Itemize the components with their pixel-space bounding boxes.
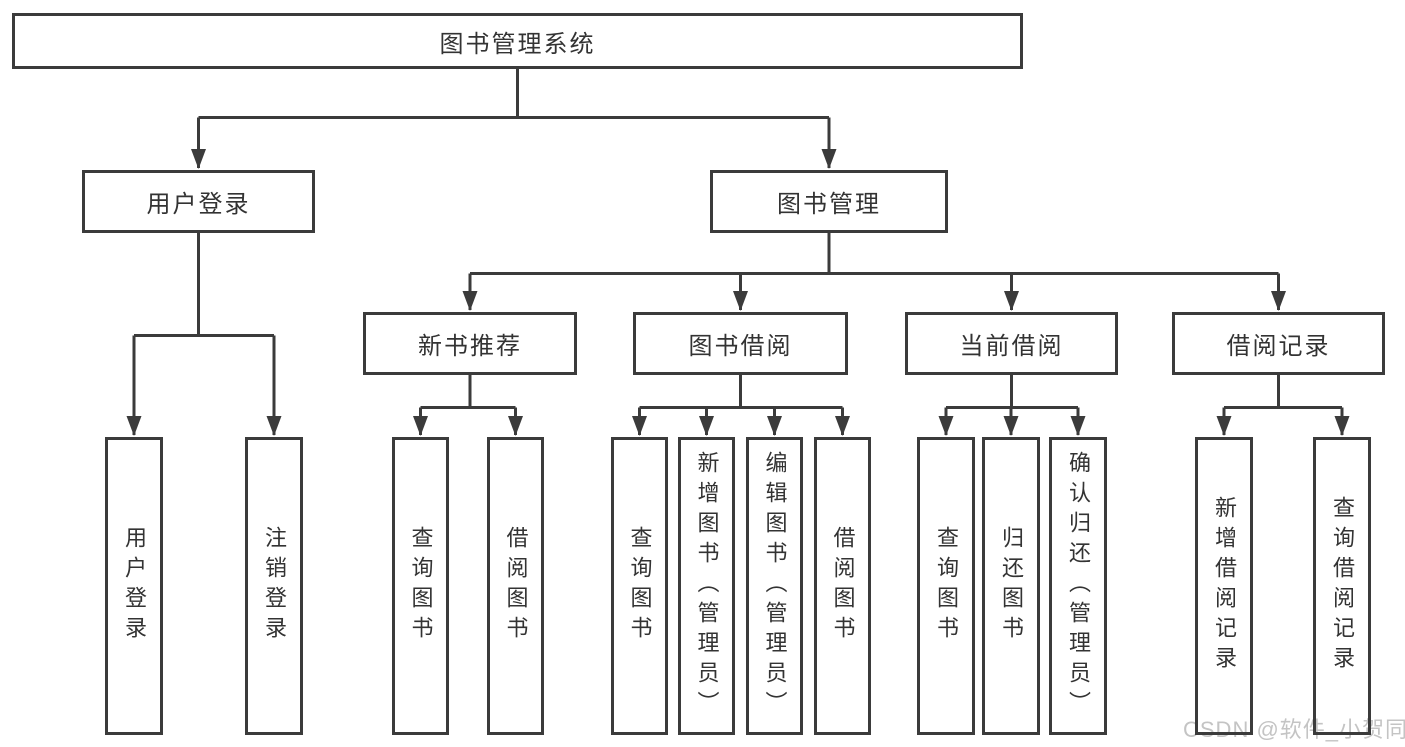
node-label: 查询图书 — [408, 526, 434, 646]
connector-currentborrow-to-leaves — [938, 375, 1086, 436]
node-borrow-records: 借阅记录 — [1172, 312, 1385, 375]
node-label: 借阅记录 — [1226, 333, 1331, 360]
leaf-borrow-edit-books-admin: 编辑图书（管理员） — [746, 437, 803, 735]
connector-root-to-level2 — [191, 69, 837, 169]
leaf-borrow-borrow-books: 借阅图书 — [814, 437, 871, 735]
connector-newbook-to-leaves — [413, 375, 523, 436]
leaf-newbook-query-books: 查询图书 — [392, 437, 449, 735]
node-label: 查询图书 — [627, 526, 653, 646]
node-label: 图书借阅 — [688, 333, 793, 360]
node-label: 新书推荐 — [418, 333, 522, 360]
node-label: 注销登录 — [262, 526, 287, 646]
node-label: 借阅图书 — [503, 526, 529, 646]
node-label: 新增借阅记录 — [1212, 496, 1237, 676]
node-book-management: 图书管理 — [710, 170, 948, 233]
node-current-borrow: 当前借阅 — [905, 312, 1118, 375]
node-label: 用户登录 — [146, 191, 251, 218]
connector-borrowrecords-to-leaves — [1216, 375, 1350, 436]
leaf-newbook-borrow-books: 借阅图书 — [487, 437, 544, 735]
node-label: 用户登录 — [122, 526, 147, 646]
node-label: 图书管理系统 — [439, 30, 596, 58]
node-label: 新增图书（管理员） — [694, 451, 720, 721]
connector-bookmgmt-to-level3 — [462, 233, 1286, 311]
node-label: 查询图书 — [934, 526, 959, 646]
leaf-current-query-books: 查询图书 — [917, 437, 975, 735]
node-label: 借阅图书 — [830, 526, 856, 646]
leaf-current-confirm-return-admin: 确认归还（管理员） — [1049, 437, 1107, 735]
leaf-logout: 注销登录 — [245, 437, 303, 735]
node-root-library-system: 图书管理系统 — [12, 13, 1023, 69]
node-label: 归还图书 — [999, 526, 1024, 646]
leaf-current-return-books: 归还图书 — [982, 437, 1040, 735]
node-label: 图书管理 — [777, 191, 881, 218]
node-label: 确认归还（管理员） — [1066, 451, 1091, 721]
leaf-records-query-record: 查询借阅记录 — [1313, 437, 1371, 735]
connector-bookborrow-to-leaves — [632, 375, 850, 436]
node-user-login: 用户登录 — [82, 170, 315, 233]
leaf-borrow-add-books-admin: 新增图书（管理员） — [678, 437, 735, 735]
leaf-borrow-query-books: 查询图书 — [611, 437, 668, 735]
node-label: 当前借阅 — [959, 333, 1064, 360]
node-label: 编辑图书（管理员） — [762, 451, 788, 721]
node-book-borrow: 图书借阅 — [633, 312, 848, 375]
leaf-user-login: 用户登录 — [105, 437, 163, 735]
node-label: 查询借阅记录 — [1330, 496, 1355, 676]
leaf-records-add-record: 新增借阅记录 — [1195, 437, 1253, 735]
node-new-book-recommend: 新书推荐 — [363, 312, 577, 375]
connector-userlogin-to-leaves — [126, 233, 282, 436]
